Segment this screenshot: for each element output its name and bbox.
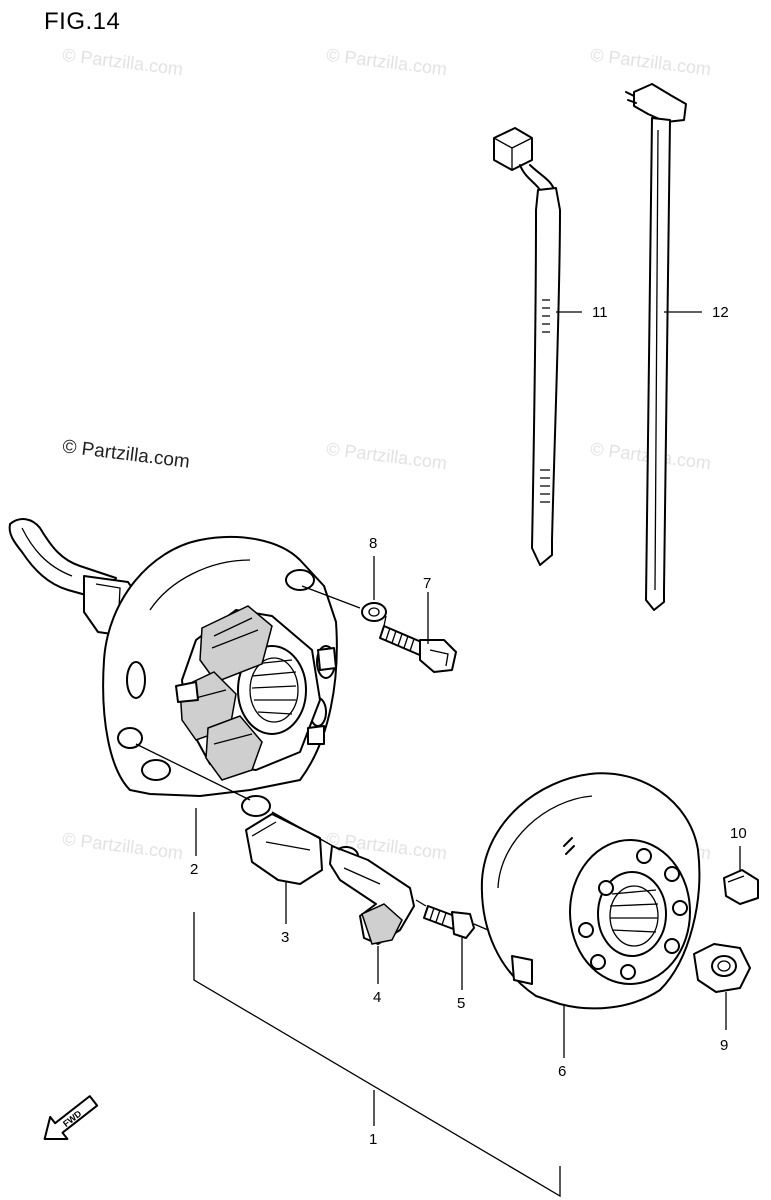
callout-1: 1 [369,1131,377,1148]
callout-12: 12 [712,304,729,321]
front-arrow-icon: FWD [43,1095,99,1141]
nut-9 [693,943,751,993]
callout-3: 3 [281,929,289,946]
callout-10: 10 [730,825,747,842]
assembly-lines [135,585,489,931]
grommet-3 [241,795,323,885]
leader-lines [193,311,741,1198]
callout-11: 11 [592,304,608,321]
callout-4: 4 [373,989,381,1006]
callout-6: 6 [558,1063,566,1080]
washer-8 [361,602,387,622]
rotor-6 [480,772,701,1010]
stator-2 [8,518,338,797]
wire-harness-11 [493,127,561,566]
callout-7: 7 [423,575,431,592]
callout-5: 5 [457,995,465,1012]
figure-title: FIG.14 [44,8,121,35]
callout-labels: 11 12 8 7 2 3 4 5 6 10 9 1 [190,304,747,1148]
callout-8: 8 [369,535,377,552]
callout-2: 2 [190,861,198,878]
screw-7 [379,625,457,673]
cap-10 [723,869,759,905]
callout-9: 9 [720,1037,728,1054]
wire-clamp-12 [625,83,687,611]
bolt-5 [423,905,475,939]
pulser-coil-4 [329,845,415,945]
